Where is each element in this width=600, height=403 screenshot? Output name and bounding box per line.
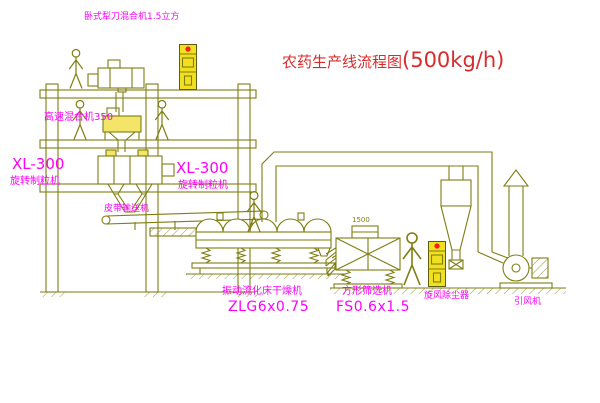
granulator-mid-name: 旋转制粒机 [178, 180, 228, 191]
granulator-mid-model: XL-300 [176, 159, 229, 177]
cyclone-separator [440, 179, 472, 270]
granulator-left-name: 旋转制粒机 [10, 176, 60, 187]
fan-label: 引风机 [514, 297, 542, 307]
fluid-bed-dryer [186, 212, 346, 279]
person-figure [154, 99, 170, 141]
exhaust-stack [502, 169, 530, 256]
plow-mixer-label: 卧式犁刀混合机1.5立方 [84, 12, 180, 22]
dryer-name-label: 振动流化床干燥机 [222, 286, 302, 297]
plow-mixer [87, 59, 145, 93]
granulator-left-model: XL-300 [12, 155, 65, 173]
sifter-dimension-label: 1500 [352, 216, 370, 224]
induced-draft-fan [477, 251, 553, 289]
sifter-model-label: FS0.6x1.5 [336, 299, 411, 315]
mixer-to-granulator-pipe [117, 140, 126, 152]
title-text: 农药生产线流程图 [282, 53, 403, 71]
diagram-title: 农药生产线流程图(500kg/h) [282, 48, 504, 72]
title-capacity: (500kg/h) [402, 48, 505, 72]
y-chute [113, 193, 147, 213]
high-speed-mixer [102, 107, 142, 141]
granulator [97, 149, 175, 195]
belt-conveyor-label: 皮带输送机 [104, 204, 150, 214]
high-speed-mixer-label: 高速混合机350 [44, 112, 114, 123]
dryer-model-label: ZLG6x0.75 [228, 299, 310, 315]
exhaust-duct [261, 151, 493, 252]
cyclone-label: 旋风除尘器 [424, 291, 470, 301]
person-figure [68, 48, 84, 90]
ground-hatch [330, 287, 566, 294]
sifter-name-label: 方形筛选机 [342, 286, 392, 297]
square-sifter [325, 225, 403, 289]
control-cabinet-top [179, 44, 197, 90]
control-cabinet-right [428, 240, 446, 288]
mixer-drop-pipe [115, 92, 124, 112]
person-figure [402, 232, 422, 286]
